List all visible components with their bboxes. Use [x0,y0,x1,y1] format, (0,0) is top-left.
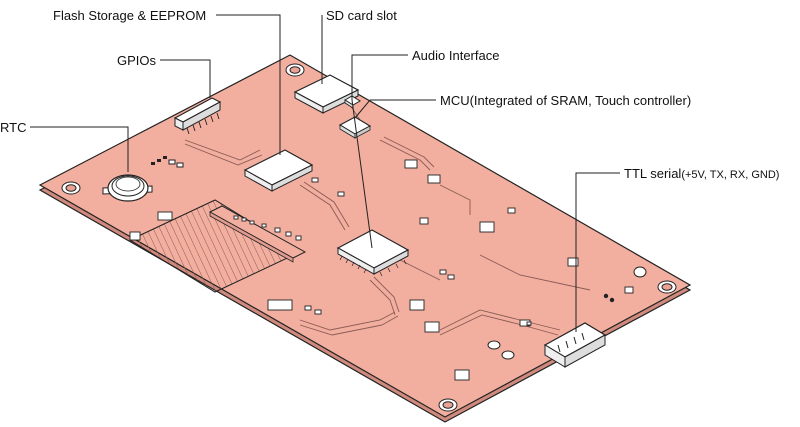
rtc-battery [102,174,153,202]
rtc-components [151,156,184,168]
label-gpio: GPIOs [117,53,157,68]
gpio-header [173,97,222,135]
labels: Flash Storage & EEPROM SD card slot GPIO… [0,8,779,181]
label-rtc: RTC [0,120,26,135]
mounting-hole [657,280,677,294]
sd-card-slot [293,74,360,114]
mcu-chip [336,229,410,277]
ttl-connector [543,322,607,368]
label-ttl: TTL serial(+5V, TX, RX, GND) [624,166,779,181]
label-ttl-main: TTL serial [624,166,681,181]
label-ttl-detail: (+5V, TX, RX, GND) [681,169,779,181]
mounting-holes [61,63,677,412]
buttons [487,266,647,360]
label-mcu: MCU(Integrated of SRAM, Touch controller… [440,93,691,108]
mounting-hole [61,181,81,195]
label-flash: Flash Storage & EEPROM [53,8,206,23]
flash-chip [243,149,314,192]
label-sd: SD card slot [326,8,397,23]
pcb-traces [184,104,591,336]
label-audio: Audio Interface [412,48,499,63]
smd-components [129,159,634,381]
mounting-hole [438,398,458,412]
mounting-hole [285,63,305,77]
leader-lines [30,14,620,332]
